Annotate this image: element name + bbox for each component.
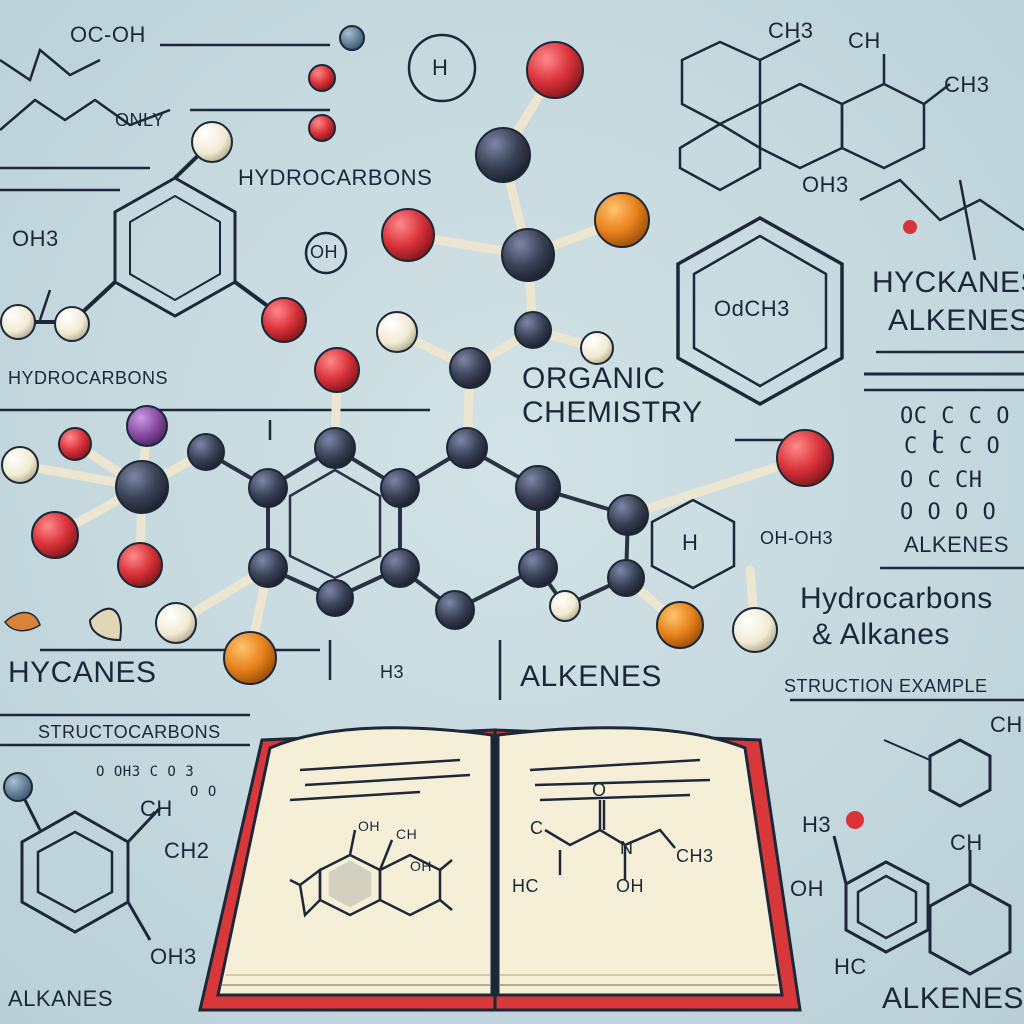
book-c-label: C <box>530 818 544 838</box>
oh-lower-right-label: OH <box>790 876 824 901</box>
structocarbons-label: STRUCTOCARBONS <box>38 722 221 742</box>
circle-badges <box>304 33 477 275</box>
alkenes-list-label: ALKENES <box>904 532 1009 557</box>
hi-label: H <box>432 55 449 80</box>
only-label: ONLY <box>115 110 165 130</box>
open-book-icon <box>198 726 802 1012</box>
ch2-lower-left-label: CH2 <box>164 838 210 863</box>
ch3-top-label: CH3 <box>768 18 814 43</box>
small-formula-label: O OH3 C O 3 <box>96 764 195 780</box>
small-formula-2-label: O O <box>190 784 217 800</box>
ch-lower-left-label: CH <box>140 796 173 821</box>
book-hc-label: HC <box>512 876 539 896</box>
hydkanes-label: HYCKANES <box>872 266 1024 299</box>
hycanes-label: HYCANES <box>8 656 157 689</box>
book-oh2-label: OH <box>410 858 432 874</box>
hydrocarbons-left-label: HYDROCARBONS <box>8 368 169 388</box>
structure-example-label: STRUCTION EXAMPLE <box>784 676 988 696</box>
formula-row-3: O C CH <box>900 468 983 493</box>
h-hex-label: H <box>682 530 699 555</box>
h3-label: H3 <box>380 662 405 682</box>
alkanes-bottom-label: ALKANES <box>8 986 113 1011</box>
ch-top-label: CH <box>848 28 881 53</box>
ch-right-label: CH <box>990 712 1023 737</box>
ch3-right-label: CH3 <box>944 72 990 97</box>
oh3-top-right-label: OH3 <box>802 172 849 197</box>
formula-row-4: O O O O <box>900 500 997 525</box>
book-ch-label: CH <box>396 826 418 842</box>
book-n-label: N <box>620 838 634 858</box>
molecule-atoms <box>0 25 917 829</box>
oc-oh-label: OC-OH <box>70 22 146 47</box>
alkenes-bottom-right-label: ALKENES <box>882 982 1024 1015</box>
oh-circle-label: OH <box>310 242 338 262</box>
decorative-leaves <box>4 607 122 642</box>
ring-center-label: OdCH3 <box>714 296 790 321</box>
organic-label: ORGANIC <box>522 362 666 395</box>
book-oh-label: OH <box>358 818 380 834</box>
oh3-left-label: OH3 <box>12 226 59 251</box>
oh-oh3-label: OH-OH3 <box>760 528 834 548</box>
ch-lower-right-label: CH <box>950 830 983 855</box>
hc-lower-right-label: HC <box>834 954 867 979</box>
formula-row-1: OC C C O <box>900 404 1010 429</box>
book-oh3-label: OH <box>616 876 644 896</box>
chemistry-label: CHEMISTRY <box>522 396 703 429</box>
book-o-label: O <box>592 780 607 800</box>
alkenes-center-label: ALKENES <box>520 660 662 693</box>
h3-right-label: H3 <box>802 812 832 837</box>
hydrocarbons-top-label: HYDROCARBONS <box>238 165 433 190</box>
oh3-lower-left-label: OH3 <box>150 944 197 969</box>
book-ch3-label: CH3 <box>676 846 714 866</box>
hydrocarbons-alkanes-line1: Hydrocarbons <box>800 582 993 615</box>
alkenes-right-top-label: ALKENES <box>888 304 1024 337</box>
formula-row-2: C C C O <box>904 434 1001 459</box>
hydrocarbons-alkanes-line2: & Alkanes <box>812 618 950 651</box>
